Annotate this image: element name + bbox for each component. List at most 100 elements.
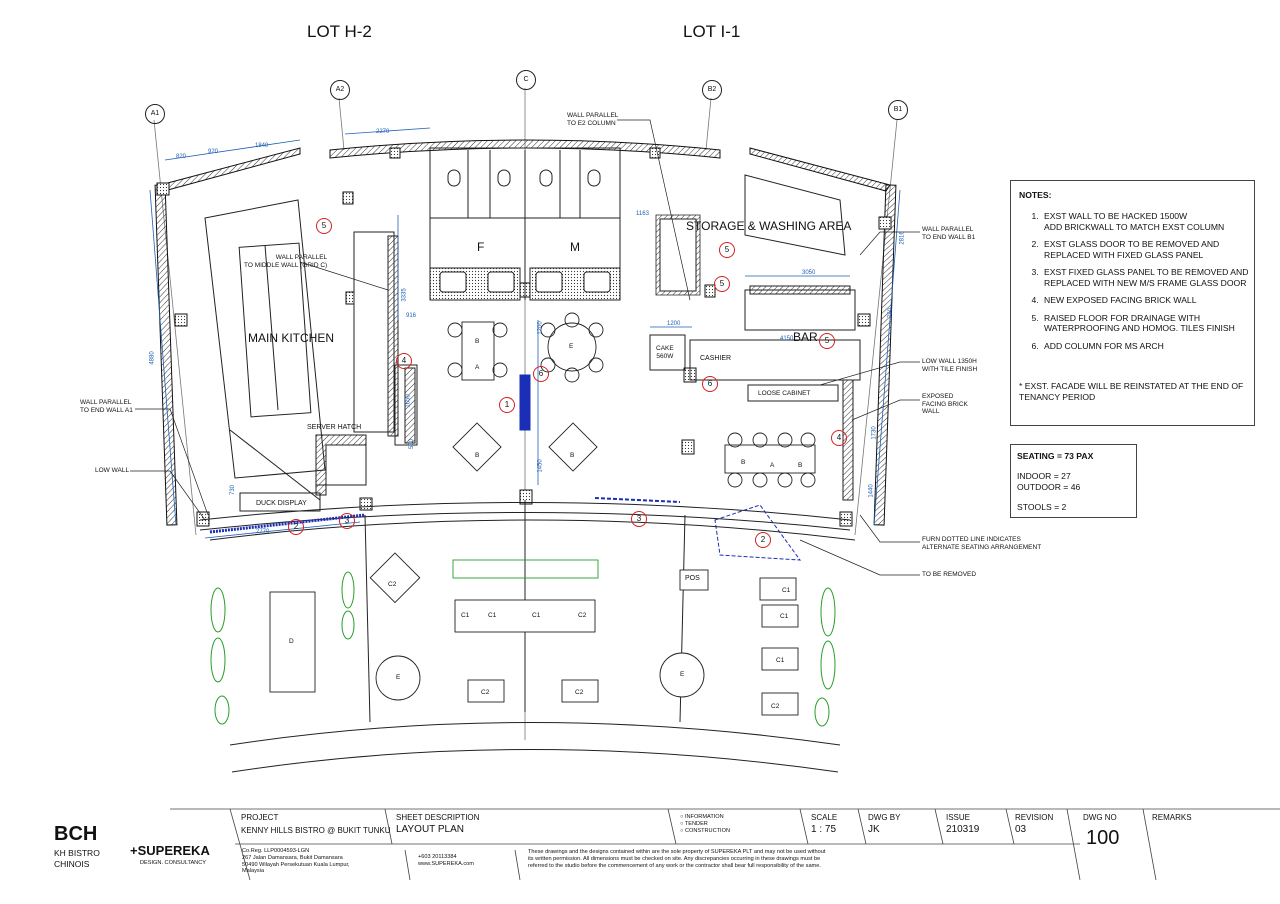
lot-title-h2: LOT H-2	[307, 22, 372, 41]
grid-bubble-a1: A1	[145, 104, 165, 124]
remarks-label: REMARKS	[1152, 813, 1192, 822]
note-item: EXST WALL TO BE HACKED 1500W ADD BRICKWA…	[1041, 211, 1246, 232]
note-marker: 6	[702, 376, 718, 392]
scale-value: 1 : 75	[811, 824, 837, 835]
lot-title-i1: LOT I-1	[683, 22, 741, 41]
table-label: C1	[776, 657, 785, 664]
table-label: C2	[771, 703, 780, 710]
room-label-bar: BAR	[793, 330, 818, 344]
dwg-by-value: JK	[868, 824, 880, 835]
dimension-label: 1200	[667, 321, 681, 327]
table-label: D	[289, 638, 294, 645]
seating-title: SEATING = 73 PAX	[1017, 451, 1094, 461]
callout-dotted-line: FURN DOTTED LINE INDICATES ALTERNATE SEA…	[922, 536, 1042, 551]
dwg-no-label: DWG NO	[1083, 813, 1117, 822]
callout-low-wall: LOW WALL	[95, 467, 130, 474]
note-marker: 5	[819, 333, 835, 349]
table-label: E	[680, 671, 685, 678]
brand-logo: BCH	[54, 823, 98, 845]
callout-wall-parallel-b1: WALL PARALLEL TO END WALL B1	[922, 226, 976, 241]
scale-label: SCALE	[811, 813, 838, 822]
room-label-main-kitchen: MAIN KITCHEN	[248, 331, 335, 345]
label-cake: CAKE 560W	[656, 345, 674, 360]
note-marker: 4	[396, 353, 412, 369]
note-marker: 2	[755, 532, 771, 548]
table-label: B	[798, 462, 803, 469]
kitchen-fixtures	[204, 199, 418, 512]
grid-bubble-b1: B1	[888, 100, 908, 120]
table-label: C1	[780, 613, 789, 620]
note-marker: 3	[339, 513, 355, 529]
firm-subtitle: DESIGN. CONSULTANCY	[140, 860, 206, 866]
notes-panel: NOTES: EXST WALL TO BE HACKED 1500W ADD …	[1010, 180, 1255, 426]
facade	[199, 374, 856, 773]
note-marker: 1	[499, 397, 515, 413]
notes-title: NOTES:	[1019, 190, 1052, 200]
table-label: C2	[575, 689, 584, 696]
note-marker: 4	[831, 430, 847, 446]
issue-value: 210319	[946, 824, 980, 835]
table-label: C1	[782, 587, 791, 594]
note-item: RAISED FLOOR FOR DRAINAGE WITH WATERPROO…	[1041, 313, 1246, 334]
project-label: PROJECT	[241, 813, 279, 822]
issue-label: ISSUE	[946, 813, 971, 822]
note-marker: 5	[719, 242, 735, 258]
toilets	[429, 147, 621, 301]
room-label-storage: STORAGE & WASHING AREA	[686, 219, 852, 233]
note-marker: 5	[714, 276, 730, 292]
status-tender: ○ TENDER	[680, 821, 730, 828]
planters	[210, 571, 836, 727]
firm-address: Co.Reg. LLP0004593-LGN 267 Jalan Damansa…	[242, 848, 350, 875]
callout-to-be-removed: TO BE REMOVED	[922, 571, 977, 578]
revision-value: 03	[1015, 824, 1027, 835]
room-label-male: M	[570, 240, 580, 254]
note-item: EXST FIXED GLASS PANEL TO BE REMOVED AND…	[1041, 267, 1248, 288]
table-label: C2	[578, 612, 587, 619]
table-label: B	[475, 338, 480, 345]
seating-panel: SEATING = 73 PAX INDOOR = 27 OUTDOOR = 4…	[1010, 444, 1137, 518]
disclaimer: These drawings and the designs contained…	[528, 849, 826, 869]
dimension-label: 4150	[780, 336, 794, 342]
note-marker: 3	[631, 511, 647, 527]
seating-stools: STOOLS = 2	[1017, 502, 1067, 512]
status-radio-icon: ○	[680, 820, 685, 827]
dwg-no-value: 100	[1086, 827, 1120, 849]
notes-list: EXST WALL TO BE HACKED 1500W ADD BRICKWA…	[1011, 211, 1248, 358]
table-label: B	[570, 452, 575, 459]
note-item: EXST GLASS DOOR TO BE REMOVED AND REPLAC…	[1041, 239, 1246, 260]
table-label: C1	[461, 612, 470, 619]
dimension-label: 920	[208, 149, 219, 155]
grid-bubble-c: C	[516, 70, 536, 90]
status-label: CONSTRUCTION	[684, 827, 730, 834]
table-label: B	[741, 459, 746, 466]
callout-exposed-brick: EXPOSED FACING BRICK WALL	[922, 393, 968, 415]
dwg-by-label: DWG BY	[868, 813, 901, 822]
sheet-description: LAYOUT PLAN	[396, 824, 464, 835]
status-construction: ○ CONSTRUCTION	[680, 828, 730, 835]
firm-contact: +603 20113384 www.SUPEREKA.com	[418, 854, 474, 867]
storage-area	[655, 174, 856, 331]
table-label: C1	[532, 612, 541, 619]
grid-bubble-b2: B2	[702, 80, 722, 100]
dimension-label: 1163	[636, 211, 649, 217]
note-item: NEW EXPOSED FACING BRICK WALL	[1041, 295, 1246, 306]
brand-subtitle: KH BISTRO CHINOIS	[54, 848, 100, 869]
callout-wall-parallel-e2: WALL PARALLEL TO E2 COLUMN	[567, 112, 619, 127]
label-cashier: CASHIER	[700, 355, 732, 362]
status-information: ○ INFORMATION	[680, 814, 730, 821]
label-loose-cabinet: LOOSE CABINET	[758, 390, 811, 397]
label-server-hatch: SERVER HATCH	[307, 424, 362, 431]
status-label: TENDER	[684, 820, 708, 827]
callout-low-wall-tile: LOW WALL 1350H WITH TILE FINISH	[922, 358, 978, 373]
status-options: ○ INFORMATION ○ TENDER ○ CONSTRUCTION	[680, 814, 730, 834]
note-marker: 5	[316, 218, 332, 234]
indoor-tables	[447, 312, 816, 488]
table-label: C1	[488, 612, 497, 619]
table-label: A	[475, 364, 480, 371]
dimension-label: 2770	[256, 529, 270, 535]
seating-outdoor: OUTDOOR = 46	[1017, 482, 1081, 492]
revision-label: REVISION	[1015, 813, 1054, 822]
dimension-label: 3050	[802, 270, 816, 276]
grid-bubble-a2: A2	[330, 80, 350, 100]
